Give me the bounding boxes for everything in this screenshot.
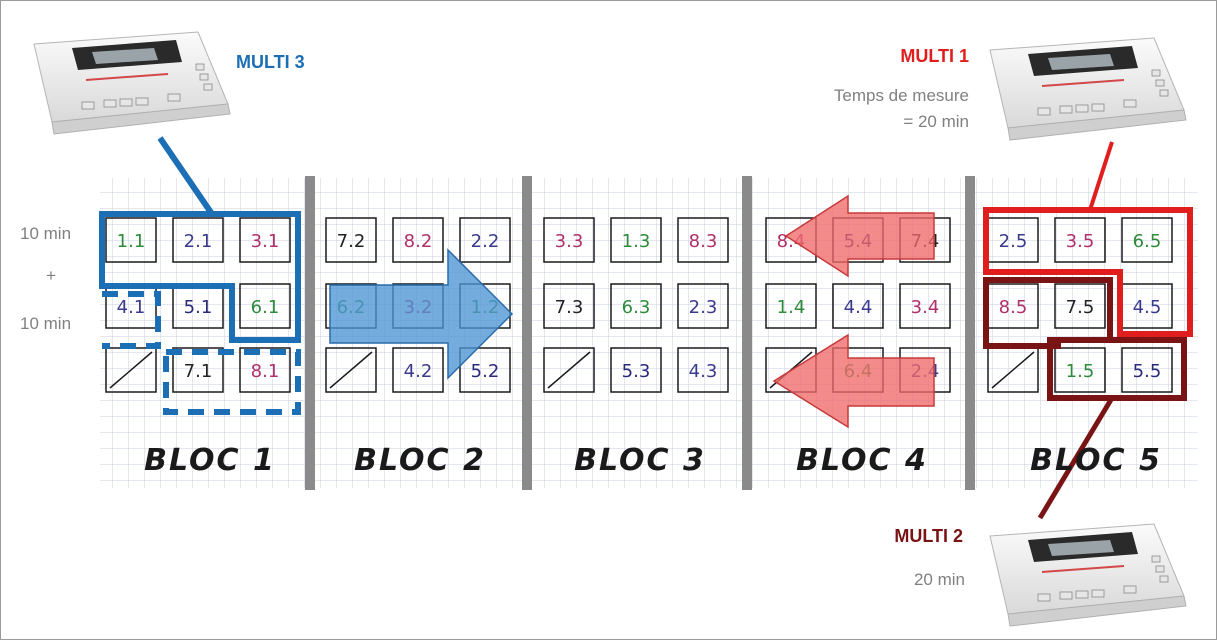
block-separator <box>965 176 975 490</box>
plot-cell-label: 1.1 <box>117 231 146 252</box>
plot-cell-label: 2.2 <box>471 231 500 252</box>
plus-label: + <box>46 266 56 286</box>
multi3-label: MULTI 3 <box>236 52 305 73</box>
plot-cell-label: 7.1 <box>184 361 213 382</box>
plot-cell-label: 6.5 <box>1133 231 1162 252</box>
plot-cell-label: 4.4 <box>844 297 873 318</box>
measure-time-value: = 20 min <box>903 112 969 132</box>
plot-cell-label: 3.5 <box>1066 231 1095 252</box>
time-bottom-label: 10 min <box>20 314 71 334</box>
plot-cell-label: 3.1 <box>251 231 280 252</box>
block-label: BLOC 4 <box>796 443 928 478</box>
plot-cell-label: 8.3 <box>689 231 718 252</box>
plot-cell-label: 8.2 <box>404 231 433 252</box>
block-separator <box>742 176 752 490</box>
plot-cell-label: 8.1 <box>251 361 280 382</box>
plot-cell-label: 2.5 <box>999 231 1028 252</box>
plot-cell-label: 4.5 <box>1133 297 1162 318</box>
plot-cell-label: 8.5 <box>999 297 1028 318</box>
plot-cell-label: 5.1 <box>184 297 213 318</box>
plot-cell-label: 3.3 <box>555 231 584 252</box>
plot-cell-label: 2.3 <box>689 297 718 318</box>
block-label: BLOC 2 <box>354 443 486 478</box>
plot-cell-label: 6.3 <box>622 297 651 318</box>
plot-cell-label: 4.1 <box>117 297 146 318</box>
block-separator <box>522 176 532 490</box>
plot-cell-label: 7.3 <box>555 297 584 318</box>
plot-cell-label: 1.5 <box>1066 361 1095 382</box>
block-label: BLOC 5 <box>1030 443 1162 478</box>
plot-cell-label: 5.2 <box>471 361 500 382</box>
plot-cell-label: 4.3 <box>689 361 718 382</box>
multi2-time-label: 20 min <box>914 570 965 590</box>
grid-paper <box>100 178 1198 488</box>
measure-time-label: Temps de mesure <box>834 86 969 106</box>
multi2-label: MULTI 2 <box>894 526 963 547</box>
plot-cell-label: 7.2 <box>337 231 366 252</box>
multi1-label: MULTI 1 <box>900 46 969 67</box>
plot-cell-label: 6.1 <box>251 297 280 318</box>
plot-cell-label: 3.4 <box>911 297 940 318</box>
block-label: BLOC 3 <box>574 443 706 478</box>
plot-cell-label: 1.3 <box>622 231 651 252</box>
plot-cell-label: 2.1 <box>184 231 213 252</box>
block-separator <box>305 176 315 490</box>
plot-cell-label: 1.4 <box>777 297 806 318</box>
plot-cell-label: 7.5 <box>1066 297 1095 318</box>
block-label: BLOC 1 <box>144 443 276 478</box>
time-top-label: 10 min <box>20 224 71 244</box>
plot-cell-label: 4.2 <box>404 361 433 382</box>
plot-cell-label: 5.3 <box>622 361 651 382</box>
plot-cell-label: 5.5 <box>1133 361 1162 382</box>
